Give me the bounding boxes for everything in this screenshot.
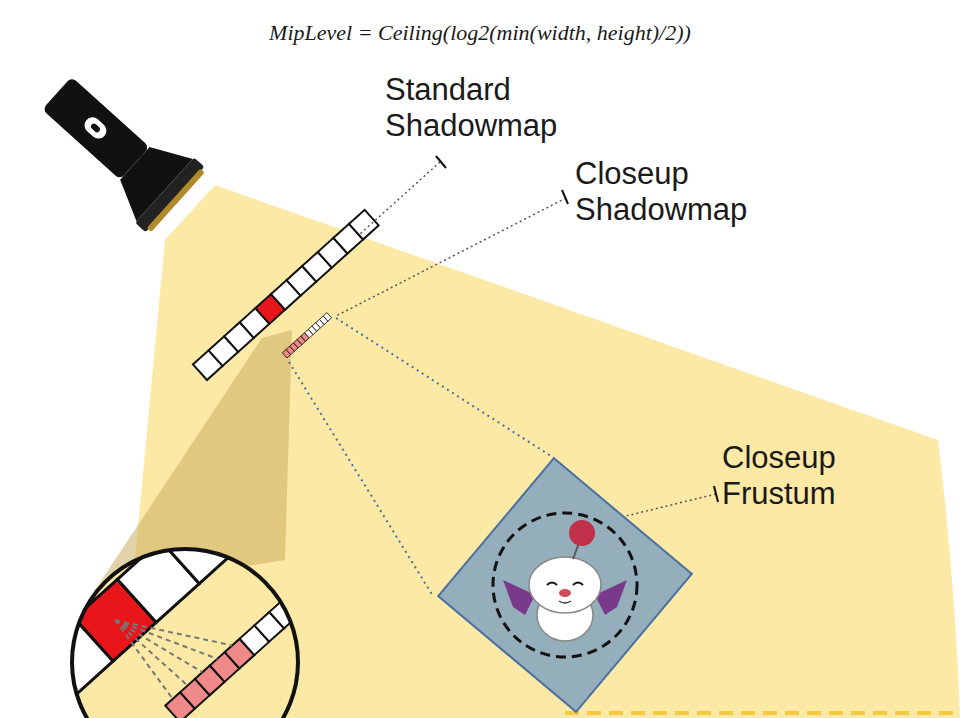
callout-label: Standard Shadowmap xyxy=(385,72,575,143)
projection-line xyxy=(336,318,554,458)
leader-line xyxy=(626,494,716,516)
texel xyxy=(349,210,379,240)
projection-line xyxy=(289,362,433,596)
ground-line xyxy=(565,711,960,715)
leader-tick xyxy=(714,486,718,502)
texel-ray xyxy=(115,620,232,645)
texel-ray xyxy=(115,620,217,659)
texel-ray xyxy=(115,620,202,672)
magnifier xyxy=(31,502,299,718)
leader-line xyxy=(360,162,440,234)
callout-label: Closeup Frustum xyxy=(722,440,922,511)
texel xyxy=(160,502,242,584)
callout-label: Closeup Shadowmap xyxy=(575,156,765,227)
leader-line xyxy=(336,198,566,316)
flashlight xyxy=(27,60,207,234)
magnifier-rim xyxy=(72,549,298,718)
texel xyxy=(269,599,299,629)
closeup-shadowmap xyxy=(282,313,331,358)
texel-ray xyxy=(115,620,187,685)
texel xyxy=(323,313,331,322)
leader-tick xyxy=(562,190,568,204)
leader-tick xyxy=(436,156,446,168)
formula: MipLevel = Ceiling(log2(min(width, heigh… xyxy=(180,20,780,45)
closeup-frustum xyxy=(438,458,692,712)
standard-shadowmap xyxy=(193,210,379,380)
